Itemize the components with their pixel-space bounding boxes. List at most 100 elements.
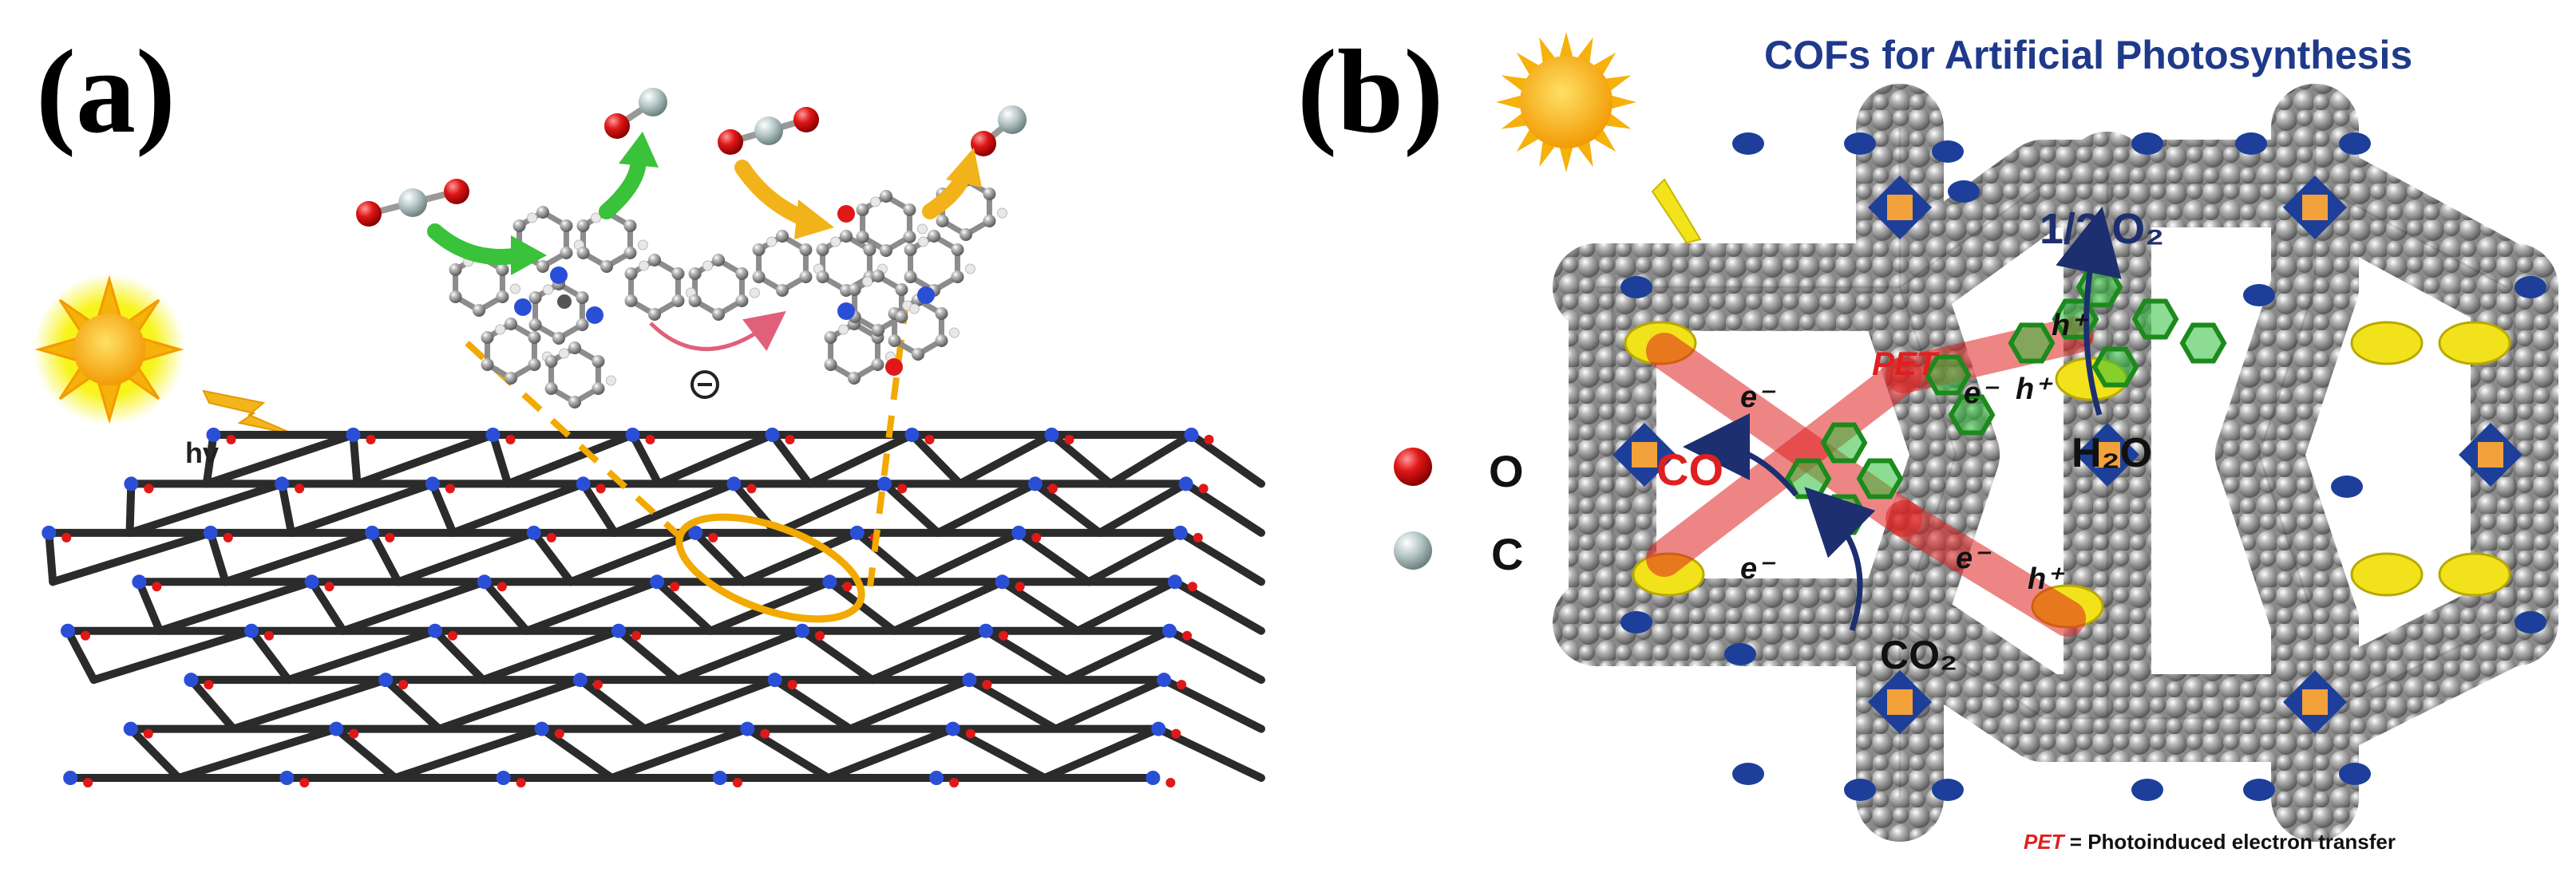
lattice-bond (846, 676, 974, 733)
nitrogen-atom (945, 721, 960, 736)
linker-ring (2131, 298, 2179, 340)
sun-ray (1516, 129, 1539, 152)
blue-cap (1732, 132, 1764, 155)
hydrogen-atom (605, 375, 616, 386)
carbon-atom (671, 267, 685, 280)
lattice-bond (768, 431, 813, 488)
co-release-arrow (1683, 413, 1798, 497)
hydrogen-atom (559, 348, 570, 359)
electron-label-4: e⁻ (1956, 542, 1992, 575)
carbon-atom (592, 355, 605, 368)
lattice-bond (428, 479, 457, 537)
lattice-bond (653, 578, 714, 635)
carbon-atom (895, 283, 908, 296)
sun-icon-b (1496, 32, 1636, 172)
green-arrowhead-right (619, 132, 659, 168)
nitrogen-atom (203, 525, 218, 540)
lattice-bond (1074, 578, 1179, 635)
hole-label-1: h⁺ (2052, 309, 2089, 342)
lattice-bond (1176, 528, 1265, 586)
carbon-atom (623, 219, 637, 232)
carbon-atom (623, 247, 637, 259)
carbon-atom (776, 284, 789, 297)
lattice-bond (480, 578, 531, 635)
carbon-atom (600, 260, 613, 273)
aromatic-ring (692, 256, 745, 318)
sun-ray (1593, 129, 1616, 152)
blue-cap (2515, 611, 2546, 633)
sun-ray (1501, 75, 1527, 91)
hydrogen-atom (591, 212, 602, 223)
electron-label-1: e⁻ (1740, 381, 1776, 414)
oxygen-atom (445, 483, 455, 494)
metal-centre (2095, 442, 2120, 468)
hydrogen-atom (702, 260, 714, 271)
oxygen-atom (708, 532, 718, 543)
hydrogen-atom (639, 260, 650, 271)
lattice-bond (1051, 676, 1169, 733)
hydrogen-atom (766, 236, 778, 247)
blue-cap (2339, 763, 2371, 785)
nitrogen-atom (929, 771, 944, 785)
oxygen-atom (366, 435, 376, 444)
aromatic-ring (852, 272, 904, 334)
lattice-bond (1181, 479, 1265, 537)
lattice-bond (1062, 626, 1173, 685)
co2-uptake-arrow (1804, 487, 1876, 632)
carbon-atom (496, 290, 509, 303)
lattice-bond (640, 676, 779, 733)
lattice-bond (1047, 431, 1115, 488)
oxygen-atom (295, 483, 305, 494)
blue-cap (2515, 276, 2546, 298)
carbon-atom (951, 243, 964, 256)
oxygen-atom (554, 728, 564, 739)
lattice-atoms (42, 428, 1214, 787)
oxygen-atom (497, 582, 507, 592)
carbon-atom (568, 341, 581, 354)
lattice-bond (64, 626, 98, 685)
hydrogen-atom (908, 303, 920, 314)
o2-label: 1/2 O₂ (2040, 205, 2164, 253)
lattice-bond (287, 479, 437, 537)
carbon-atom (576, 318, 589, 331)
sun-icon (34, 274, 185, 425)
lattice-bond (576, 676, 649, 733)
nitrogen-atom (917, 286, 935, 304)
nitrogen-atom (822, 574, 837, 590)
lattice-bond (655, 431, 777, 488)
nitrogen-atom (572, 673, 588, 688)
oxygen-atom (1187, 582, 1197, 592)
panel-b-title: COFs for Artificial Photosynthesis (1764, 33, 2413, 77)
hydrogen-atom (862, 276, 873, 287)
nitrogen-atom (206, 428, 221, 442)
aromatic-ring (860, 192, 912, 255)
nitrogen-atom (304, 574, 319, 590)
carbon-atom (544, 382, 558, 395)
carbon-atom (735, 294, 749, 307)
aromatic-ring (532, 280, 585, 342)
footnote: PET = Photoinduced electron transfer (2024, 830, 2396, 854)
lattice-bond (202, 431, 358, 488)
nitrogen-atom (1173, 525, 1188, 540)
carbon-atom (648, 308, 661, 321)
carbon-atom (935, 334, 948, 347)
carbon-atom (688, 267, 702, 280)
oxygen-atom (152, 582, 162, 592)
nitrogen-atom (378, 673, 394, 688)
nitrogen-atom (42, 525, 57, 540)
sun-ray (1605, 75, 1632, 91)
framework-wall-edge (2257, 286, 2317, 456)
lattice-bond (504, 431, 637, 488)
lattice-bond (956, 431, 1056, 488)
nitrogen-atom (576, 476, 591, 491)
hydrogen-atom (996, 207, 1007, 219)
carbon-atom (648, 254, 661, 266)
nitrogen-atom (1146, 771, 1161, 785)
thiophene-unit (2350, 321, 2424, 365)
nitrogen-atom (726, 476, 742, 491)
lattice-bond (332, 724, 399, 782)
carbon-legend-label: C (1491, 529, 1524, 579)
carbon-atom (951, 270, 964, 283)
sun-ray (1593, 52, 1616, 75)
